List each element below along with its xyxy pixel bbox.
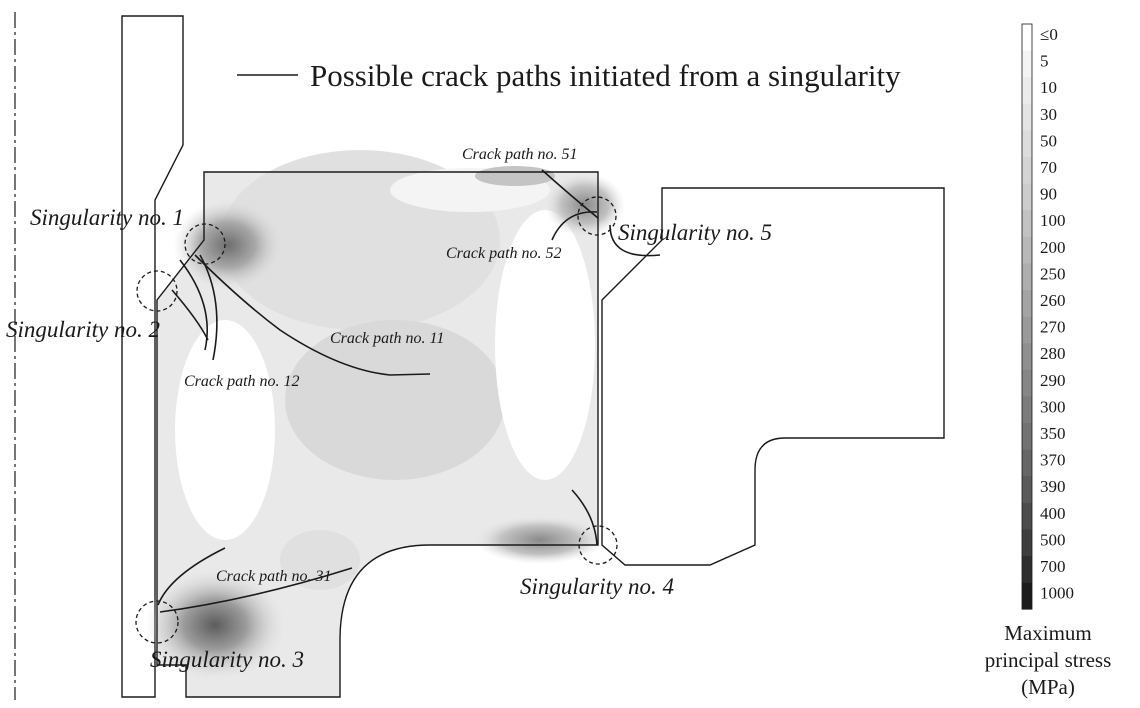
colorbar-tick-label: 10 [1040,78,1057,97]
colorbar-tick-label: 280 [1040,344,1066,363]
colorbar-tick-label: 1000 [1040,584,1074,603]
colorbar-swatch [1022,476,1032,504]
singularity-1-marker [184,223,226,265]
right-component-outline [601,187,945,566]
colorbar-swatch [1022,582,1032,610]
colorbar-tick-label: 100 [1040,211,1066,230]
colorbar-tick-label: 400 [1040,504,1066,523]
crack-path-5-line [609,224,661,257]
crack-path-2-line [171,289,209,341]
singularity-2-label: Singularity no. 2 [6,317,160,342]
colorbar-frame [1021,23,1033,610]
colorbar-swatch [1022,290,1032,317]
colorbar-tick-label: ≤0 [1040,25,1058,44]
singularity-5-marker [577,196,617,236]
crack-path-31b-line [159,567,353,613]
colorbar-swatch [1022,502,1032,530]
colorbar-tick-label: 30 [1040,105,1057,124]
crack-path-52-label: Crack path no. 52 [446,245,562,262]
colorbar-swatch [1022,449,1032,477]
crack-path-51-line [541,169,599,219]
stress-colorbar: ≤0 5 10 30 50 70 90 100 200 250 260 270 280 290 300 350… [1021,23,1074,610]
singularity-4-marker [578,525,618,565]
colorbar-tick-label: 700 [1040,557,1066,576]
crack-path-31a-line [157,547,226,606]
colorbar-swatch [1022,24,1032,51]
colorbar-swatch [1022,130,1032,158]
colorbar-swatch [1022,236,1032,264]
colorbar-title-line-3: (MPa) [1021,675,1075,699]
central-component-outline [156,171,599,698]
left-rod-outline [121,15,184,698]
colorbar-tick-label: 290 [1040,371,1066,390]
colorbar-swatch [1022,183,1032,211]
colorbar-tick-label: 50 [1040,131,1057,150]
colorbar-swatch [1022,77,1032,105]
crack-path-52-line [551,211,598,241]
crack-path-11-label: Crack path no. 11 [330,330,444,347]
colorbar-swatch [1022,103,1032,131]
crack-path-51-label: Crack path no. 51 [462,146,578,163]
colorbar-tick-label: 200 [1040,238,1066,257]
colorbar-tick-label: 370 [1040,451,1066,470]
crack-path-12b-line [199,254,218,361]
singularity-markers [135,196,618,644]
colorbar-tick-label: 270 [1040,318,1066,337]
colorbar-swatch [1022,369,1032,397]
singularity-3-marker [135,600,179,644]
singularity-4-label: Singularity no. 4 [520,574,674,599]
colorbar-swatch [1022,529,1032,557]
stress-contour-field [145,150,625,697]
colorbar-tick-label: 500 [1040,530,1066,549]
colorbar-title-line-2: principal stress [985,648,1112,672]
colorbar-tick-label: 90 [1040,185,1057,204]
colorbar-swatch [1022,396,1032,424]
crack-path-12-label: Crack path no. 12 [184,373,300,390]
colorbar-tick-label: 5 [1040,52,1049,71]
legend-text: Possible crack paths initiated from a si… [310,58,901,93]
colorbar-tick-label: 70 [1040,158,1057,177]
colorbar-tick-label: 390 [1040,477,1066,496]
singularity-5-label: Singularity no. 5 [618,220,772,245]
colorbar-swatch [1022,423,1032,450]
colorbar-tick-label: 350 [1040,424,1066,443]
colorbar-swatch [1022,316,1032,344]
crack-paths [157,169,661,613]
colorbar-swatch [1022,157,1032,184]
colorbar-swatch [1022,50,1032,78]
crack-path-11-line [194,254,431,376]
singularity-3-label: Singularity no. 3 [150,647,304,672]
crack-path-4-line [571,489,598,546]
colorbar-tick-label: 260 [1040,291,1066,310]
colorbar-swatch [1022,343,1032,371]
colorbar-swatch [1022,210,1032,238]
colorbar-swatch [1022,263,1032,291]
colorbar-tick-label: 250 [1040,264,1066,283]
crack-path-31-label: Crack path no. 31 [216,568,332,585]
singularity-2-marker [136,270,178,312]
colorbar-title-line-1: Maximum [1004,621,1092,645]
crack-path-12-line [179,259,208,351]
singularity-1-label: Singularity no. 1 [30,205,184,230]
colorbar-swatch [1022,556,1032,583]
colorbar-tick-label: 300 [1040,397,1066,416]
